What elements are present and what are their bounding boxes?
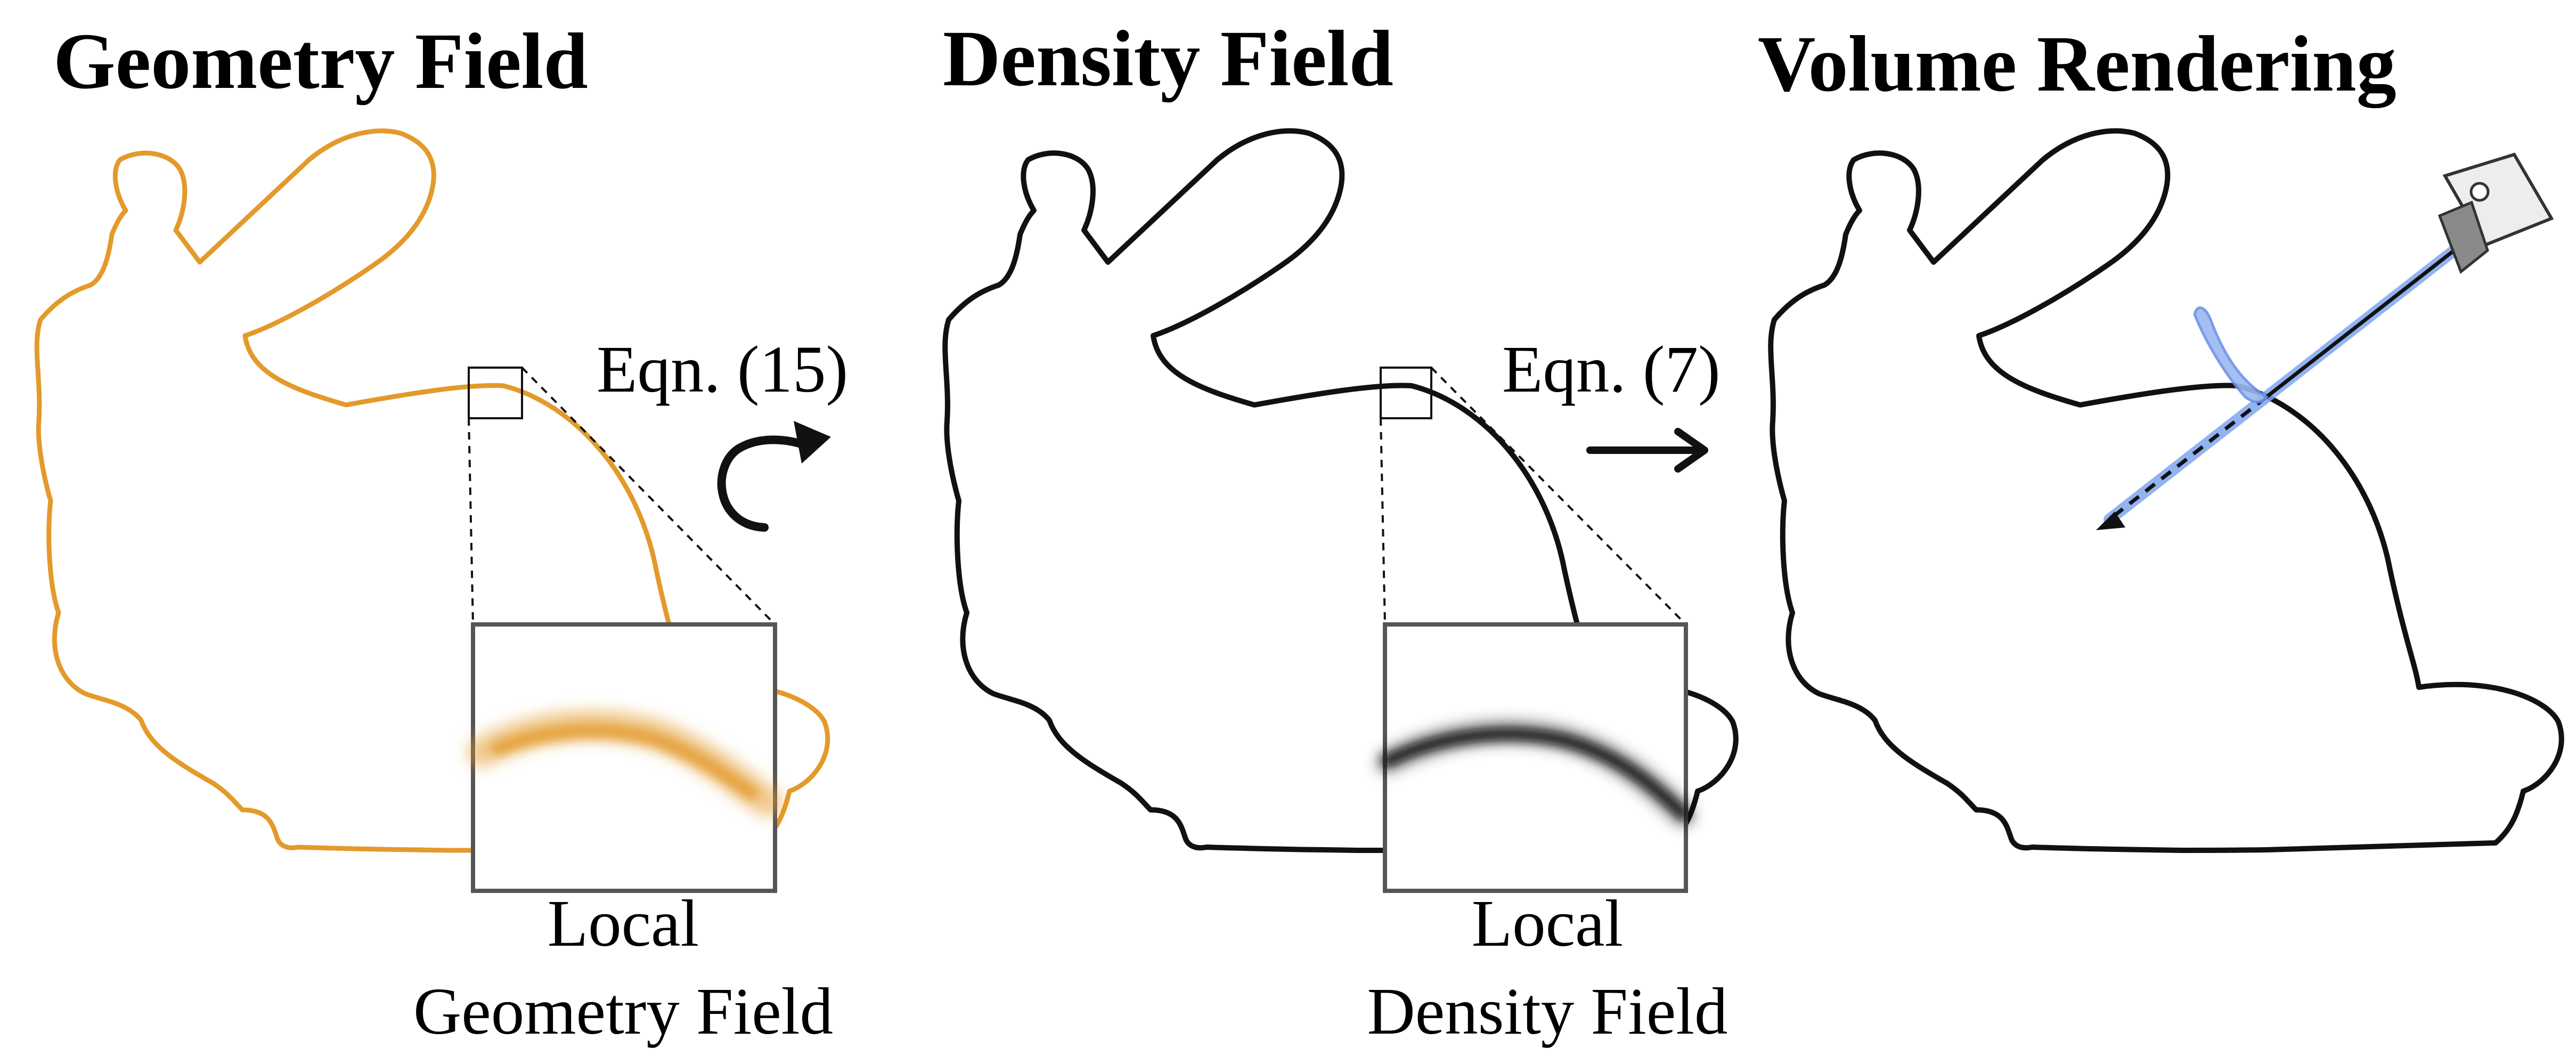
camera-icon — [2438, 152, 2554, 274]
geometry-field-title: Geometry Field — [53, 17, 588, 105]
density-spike — [2193, 306, 2269, 403]
local-geometry-field-inset — [467, 622, 782, 893]
camera-ray — [2096, 239, 2467, 530]
geometry-caption-line2: Geometry Field — [413, 975, 833, 1049]
volume-rendering-title: Volume Rendering — [1758, 20, 2396, 108]
eqn-15-label: Eqn. (15) — [597, 333, 848, 407]
density-leader-left — [1380, 418, 1386, 625]
density-caption-line2: Density Field — [1367, 975, 1727, 1049]
local-density-field-inset — [1376, 622, 1694, 893]
right-arrow-head — [1674, 428, 1708, 473]
geometry-leader-left — [468, 418, 474, 625]
curved-arrow-head — [794, 421, 831, 464]
geometry-leader-right — [521, 367, 776, 626]
density-field-title: Density Field — [943, 14, 1393, 103]
density-caption-line1: Local — [1472, 887, 1624, 961]
volume-bunny-outline — [1771, 131, 2562, 850]
curved-arrow-icon — [717, 435, 809, 532]
density-zoom-box — [1380, 367, 1432, 419]
density-leader-right — [1430, 367, 1687, 626]
eqn-7-label: Eqn. (7) — [1502, 333, 1721, 407]
geometry-caption-line1: Local — [548, 887, 699, 961]
geometry-zoom-box — [468, 367, 523, 419]
